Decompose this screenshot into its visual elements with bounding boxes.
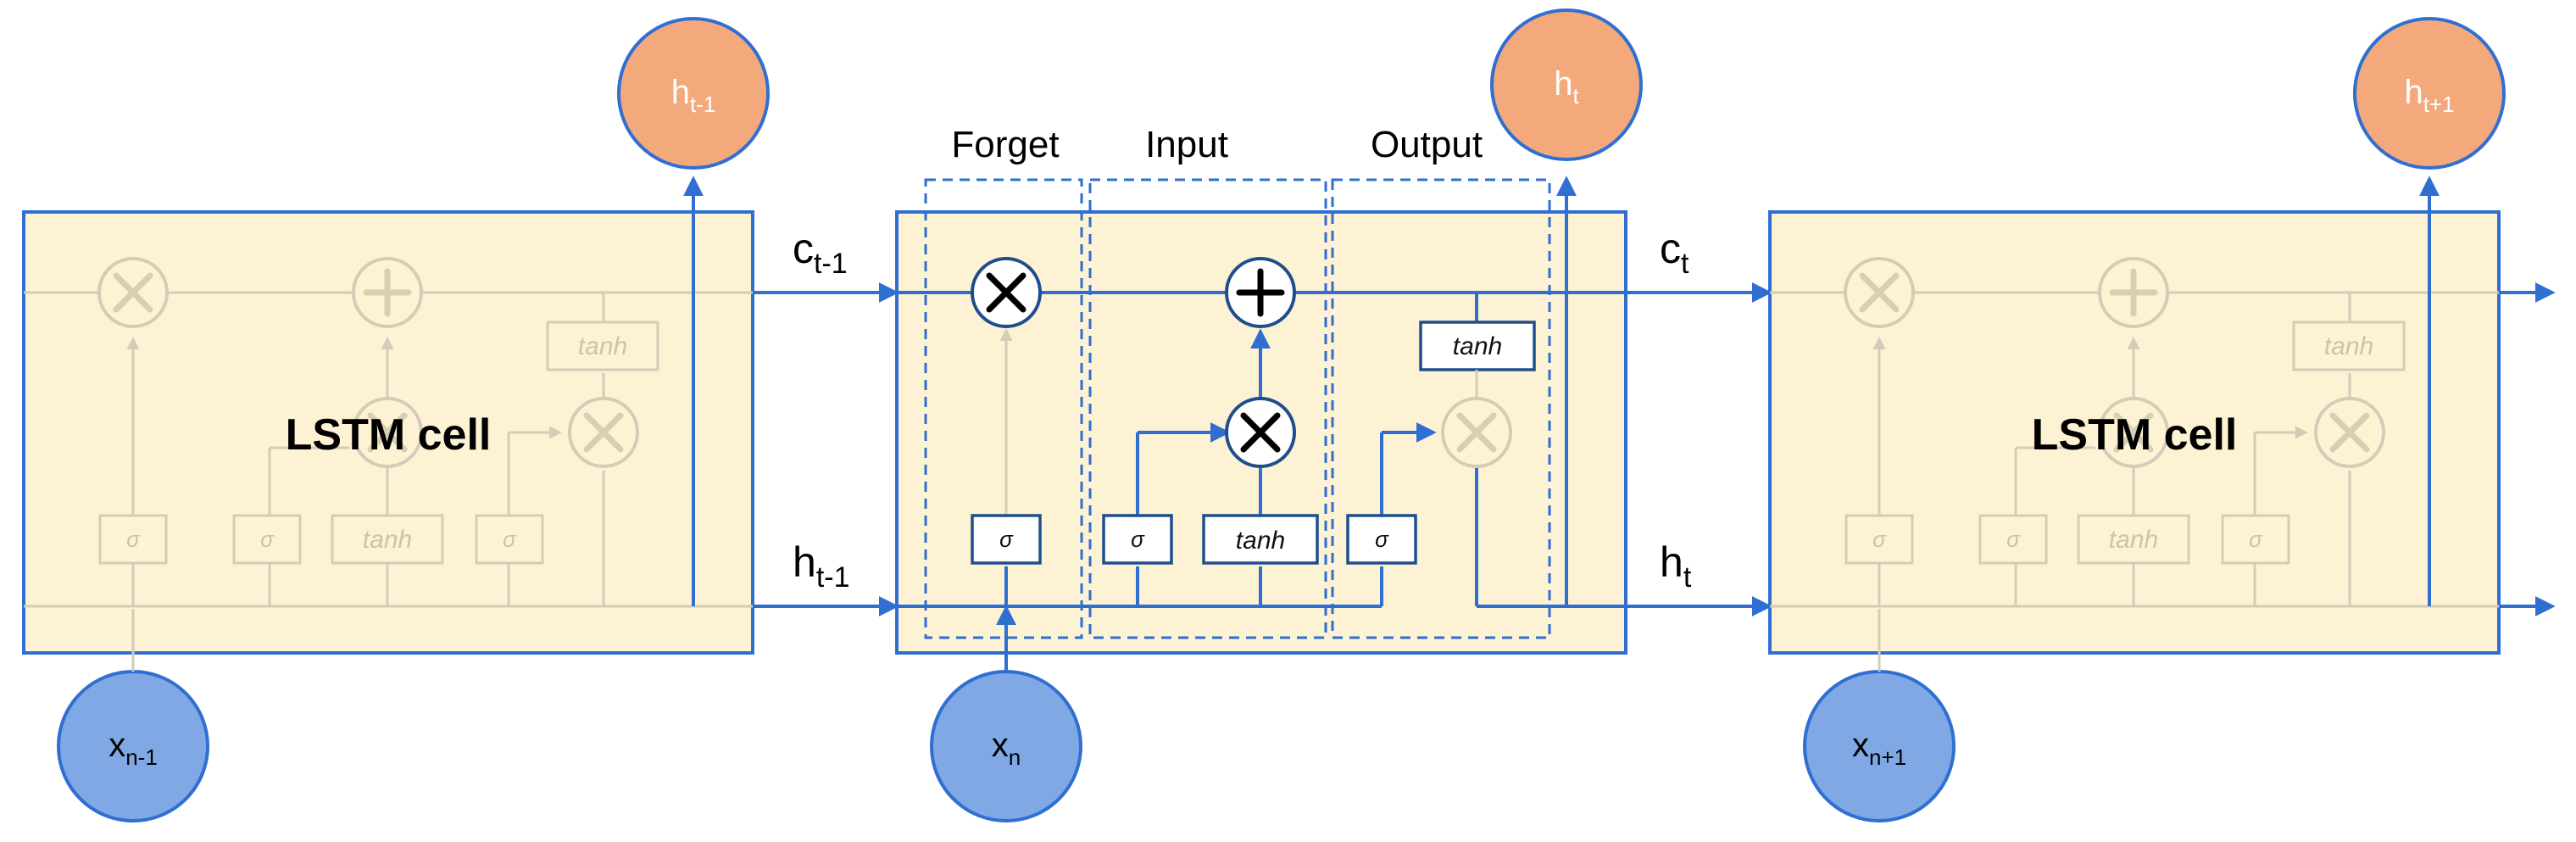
middle-x-sub: n — [1009, 744, 1021, 770]
svg-text:xn+1: xn+1 — [1852, 727, 1906, 770]
input-sigma: σ — [1131, 527, 1145, 552]
multiply-operator-icon — [568, 397, 639, 468]
right-h-label: h — [2404, 74, 2423, 111]
forget-gate-label: Forget — [951, 124, 1059, 165]
multiply-operator-icon — [1844, 257, 1915, 328]
left-lstm-cell: σ σ tanh σ tanh LSTM cell — [22, 176, 754, 655]
c-in-sub: t-1 — [814, 248, 848, 280]
output-gate-region — [1331, 178, 1551, 639]
h-in-label: h — [793, 538, 816, 586]
middle-input-node: xn — [930, 670, 1082, 822]
multiply-operator-icon — [1225, 397, 1296, 468]
left-h-sub: t-1 — [690, 92, 715, 117]
svg-text:ht-1: ht-1 — [793, 538, 850, 594]
left-x-sub: n-1 — [125, 744, 158, 770]
output-tanh: tanh — [1453, 332, 1502, 360]
right-tanh-1: tanh — [2109, 526, 2158, 554]
svg-text:ht+1: ht+1 — [2404, 74, 2454, 117]
input-gate-label: Input — [1145, 124, 1228, 165]
svg-text:ct-1: ct-1 — [793, 225, 848, 280]
svg-text:ht: ht — [1554, 65, 1579, 109]
svg-text:xn: xn — [992, 727, 1021, 770]
right-hidden-state-node: ht+1 — [2353, 17, 2506, 170]
middle-h-sub: t — [1573, 83, 1580, 109]
c-out-label: c — [1660, 225, 1681, 272]
right-lstm-cell: σ σ tanh σ tanh LSTM cell — [1768, 176, 2501, 655]
multiply-operator-icon — [97, 257, 169, 328]
h-out-label: h — [1660, 538, 1683, 586]
input-gate-region — [1088, 178, 1327, 639]
right-sigma-1: σ — [1872, 527, 1887, 552]
left-tanh-1: tanh — [363, 526, 412, 554]
add-operator-icon — [1225, 257, 1296, 328]
output-gate-label: Output — [1371, 124, 1483, 165]
svg-text:ct: ct — [1660, 225, 1689, 280]
right-cell-title: LSTM cell — [2032, 410, 2238, 460]
multiply-operator-icon — [352, 397, 423, 468]
multiply-operator-icon — [2098, 397, 2169, 468]
forget-sigma: σ — [999, 527, 1014, 552]
right-h-sub: t+1 — [2423, 92, 2455, 117]
multiply-operator-icon — [2314, 397, 2385, 468]
left-sigma-2: σ — [260, 527, 275, 552]
right-input-node: xn+1 — [1803, 670, 1956, 822]
svg-text:xn-1: xn-1 — [108, 727, 158, 770]
multiply-operator-icon — [1441, 397, 1512, 468]
add-operator-icon — [2098, 257, 2169, 328]
left-sigma-3: σ — [503, 527, 517, 552]
add-operator-icon — [352, 257, 423, 328]
svg-text:ht-1: ht-1 — [671, 74, 716, 117]
left-sigma-1: σ — [126, 527, 141, 552]
middle-x-label: x — [992, 727, 1009, 764]
right-sigma-2: σ — [2006, 527, 2021, 552]
c-in-label: c — [793, 225, 814, 272]
middle-lstm-cell: Forget Input Output σ σ tanh σ — [895, 124, 1627, 670]
right-sigma-3: σ — [2249, 527, 2263, 552]
input-tanh: tanh — [1236, 527, 1285, 555]
right-tanh-2: tanh — [2324, 332, 2373, 360]
right-x-label: x — [1852, 727, 1869, 764]
svg-text:ht: ht — [1660, 538, 1692, 594]
multiply-operator-icon — [971, 257, 1042, 328]
forget-gate-region — [924, 178, 1083, 639]
h-in-sub: t-1 — [816, 561, 850, 594]
left-input-node: xn-1 — [57, 670, 209, 822]
output-sigma: σ — [1375, 527, 1389, 552]
left-tanh-2: tanh — [578, 332, 627, 360]
middle-h-label: h — [1554, 65, 1572, 103]
right-x-sub: n+1 — [1869, 744, 1906, 770]
left-cell-title: LSTM cell — [286, 410, 492, 460]
c-out-sub: t — [1681, 248, 1689, 280]
left-x-label: x — [108, 727, 125, 764]
left-hidden-state-node: ht-1 — [617, 17, 770, 170]
left-h-label: h — [671, 74, 690, 111]
middle-hidden-state-node: ht — [1490, 8, 1643, 161]
h-out-sub: t — [1683, 561, 1692, 594]
